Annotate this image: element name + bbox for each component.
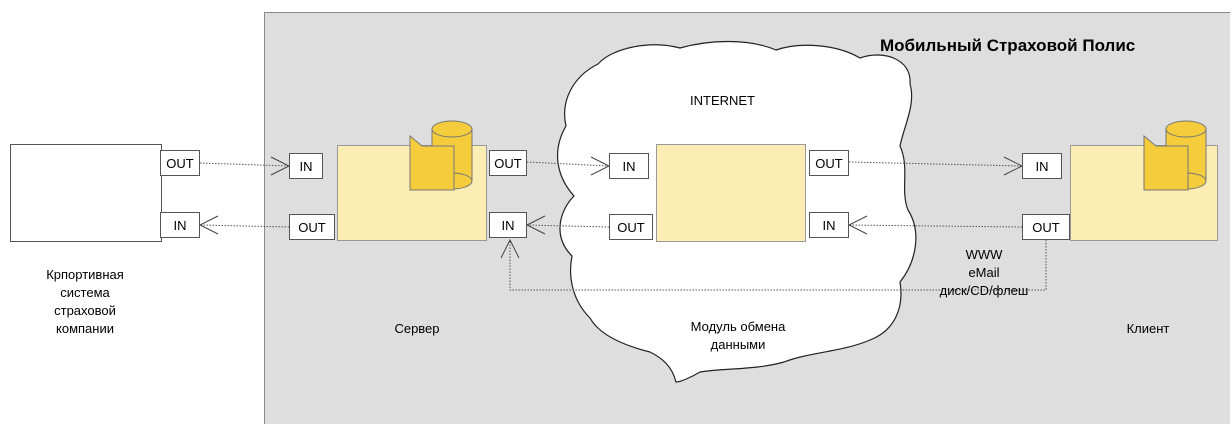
link-server-to-corp <box>199 224 290 228</box>
server-out-port: OUT <box>289 214 335 240</box>
channel-email: eMail <box>968 265 1000 280</box>
server-label: Сервер <box>394 321 440 336</box>
corporate-system-label: Крпортивная система страховой компании <box>46 267 124 336</box>
corporate-out-port: OUT <box>160 150 200 176</box>
client-label: Клиент <box>1126 321 1170 336</box>
corporate-in-port: IN <box>160 212 200 238</box>
exchange-module-label: Модуль обмена данными <box>690 319 786 352</box>
channel-www: WWW <box>965 247 1003 262</box>
server-out-to-exchange-port: OUT <box>489 150 527 176</box>
server-in-port: IN <box>289 153 323 179</box>
channel-labels: WWW eMail диск/CD/флеш <box>924 246 1044 300</box>
client-out-port: OUT <box>1022 214 1070 240</box>
client-storage-icon <box>1143 120 1207 191</box>
arrowhead <box>847 215 868 235</box>
link-exchange-to-client <box>848 161 1023 167</box>
channel-media: диск/CD/флеш <box>939 283 1029 298</box>
link-offline-channel <box>509 240 1047 291</box>
arrowhead <box>500 238 520 259</box>
exchange-out-port: OUT <box>609 214 653 240</box>
link-client-to-exchange <box>848 224 1023 228</box>
exchange-in-port: IN <box>609 153 649 179</box>
server-storage-icon <box>409 120 473 191</box>
arrowhead <box>525 215 546 235</box>
exchange-module-block <box>656 144 806 242</box>
client-in-port: IN <box>1022 153 1062 179</box>
server-in-from-exchange-port: IN <box>489 212 527 238</box>
exchange-in-from-client-port: IN <box>809 212 849 238</box>
internet-label: INTERNET <box>690 93 755 108</box>
link-corp-to-server <box>199 162 290 167</box>
exchange-out-to-client-port: OUT <box>809 150 849 176</box>
diagram-title: Мобильный Страховой Полис <box>880 36 1136 55</box>
arrowhead <box>198 215 219 235</box>
arrowhead <box>1003 156 1024 176</box>
corporate-system-block <box>10 144 162 242</box>
arrowhead <box>270 156 291 176</box>
